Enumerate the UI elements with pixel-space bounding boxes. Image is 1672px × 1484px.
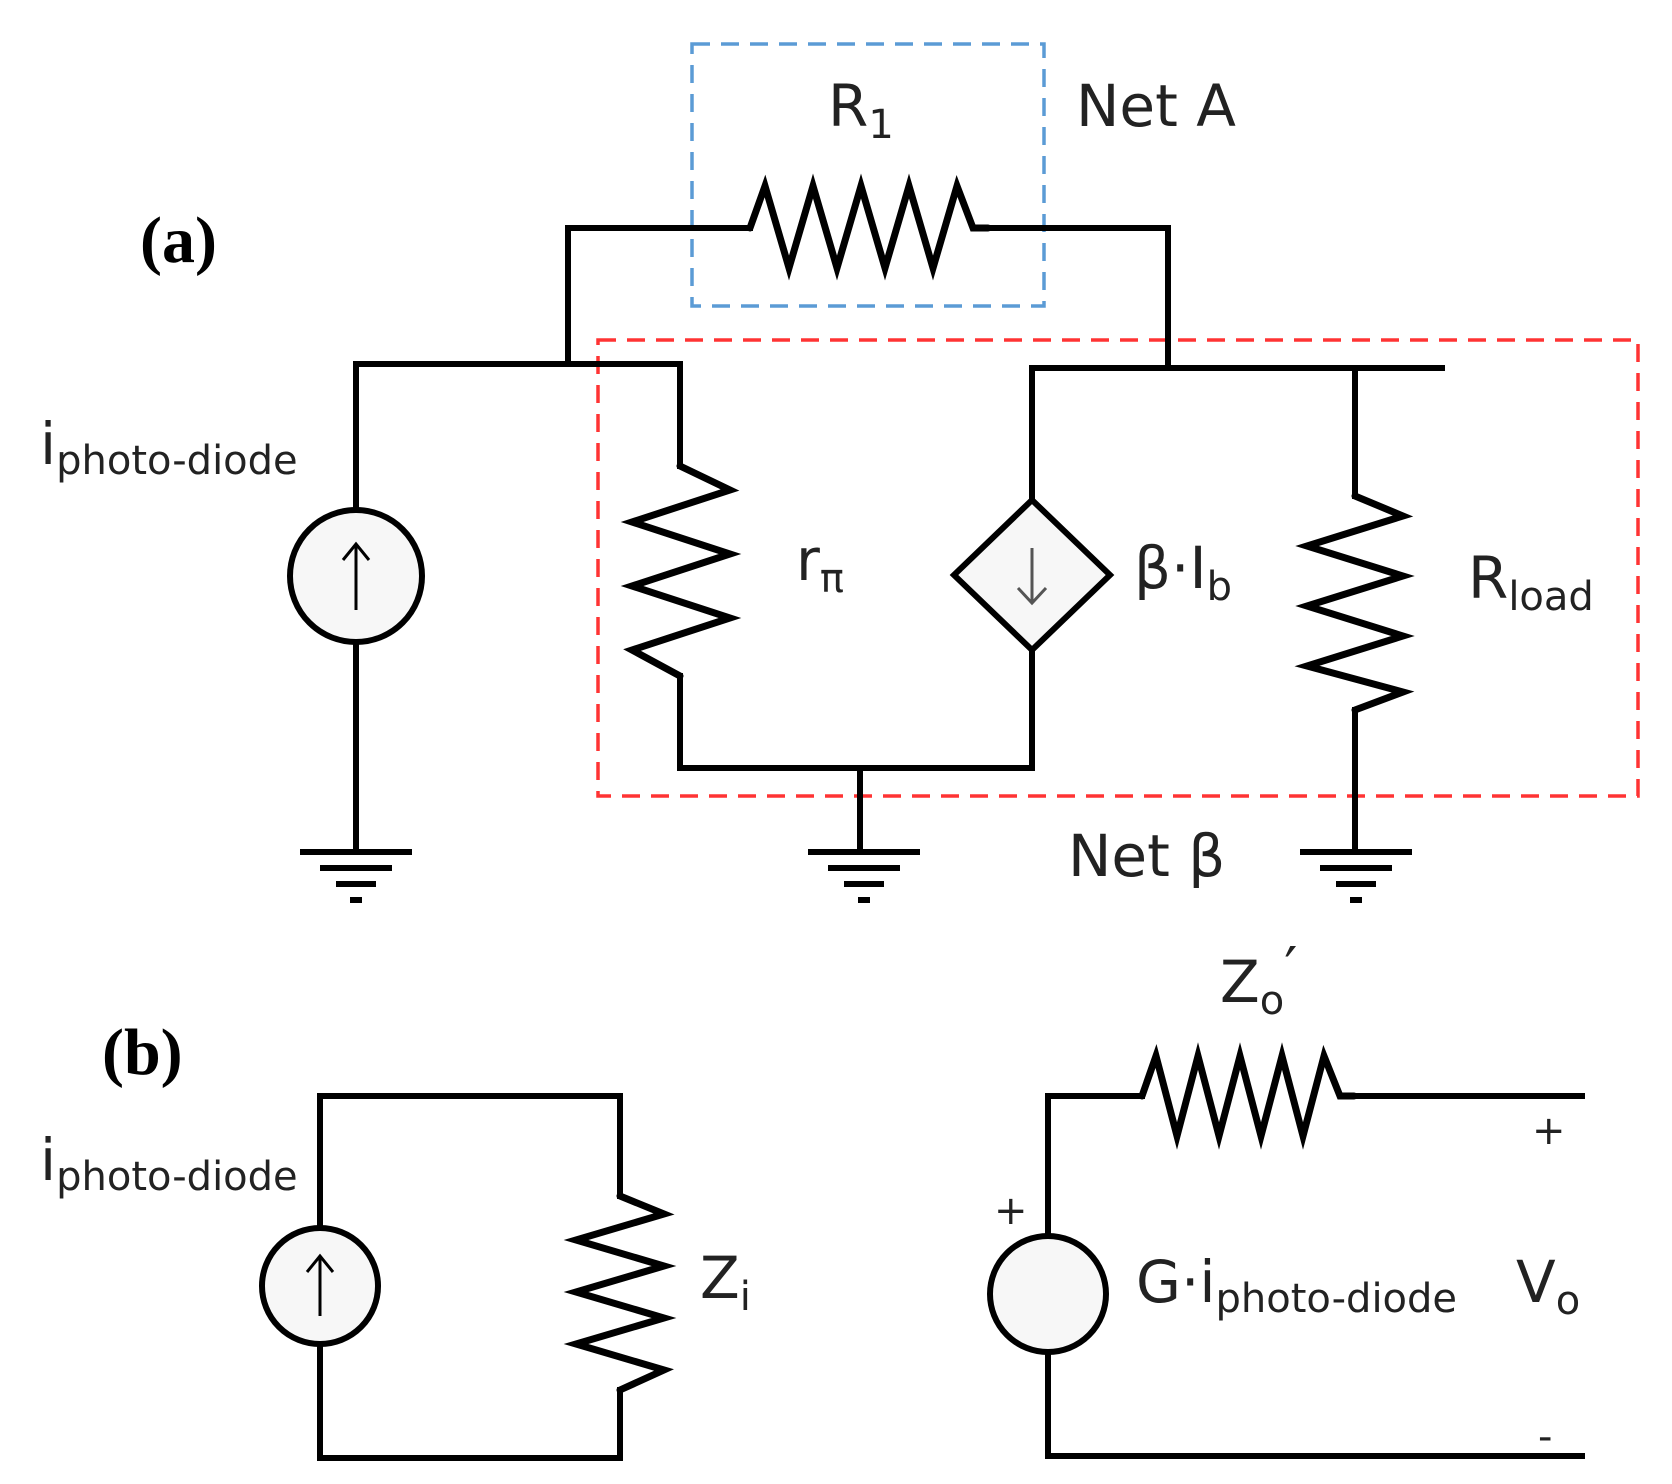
label-g-i-photo-diode: G·iphoto-diode — [1136, 1248, 1457, 1322]
label-r1: R1 — [828, 72, 894, 148]
panel-b-label: (b) — [102, 1016, 183, 1089]
wire-b-output-bottom — [1045, 1349, 1585, 1459]
wire-b-right-top — [1045, 1093, 1145, 1239]
label-r-pi: rπ — [796, 526, 844, 602]
resistor-z-o — [1138, 1042, 1358, 1150]
current-source-up-arrow-icon — [341, 541, 371, 610]
label-beta-ib: β·Ib — [1134, 534, 1232, 610]
ground-icon — [1300, 849, 1412, 903]
panel-b: (b) iphoto-diode Zi Zo′ G·iphoto-diode V… — [40, 934, 1585, 1461]
ground-icon — [808, 849, 920, 903]
label-i-photo-diode-a: iphoto-diode — [40, 410, 298, 484]
net-b-box — [596, 338, 1640, 798]
label-source-plus: + — [994, 1188, 1028, 1234]
wire-bottom-loop — [677, 647, 1035, 771]
panel-a: (a) — [40, 42, 1640, 903]
label-z-o: Zo′ — [1220, 934, 1297, 1024]
voltage-source-icon — [987, 1233, 1109, 1355]
label-output-minus: - — [1538, 1414, 1552, 1460]
label-i-photo-diode-b: iphoto-diode — [40, 1126, 298, 1200]
resistor-r-pi — [620, 462, 742, 680]
wire-r1-right-leg — [985, 225, 1171, 371]
label-output-plus: + — [1532, 1108, 1566, 1154]
label-net-a: Net A — [1076, 72, 1236, 140]
label-v-o: Vo — [1516, 1248, 1580, 1324]
wire-left-source-top — [353, 361, 683, 585]
wire-right-top-bus — [1029, 365, 1445, 503]
wire-b-left-loop — [317, 1093, 623, 1229]
label-net-beta: Net β — [1068, 822, 1225, 890]
ground-icon — [300, 849, 412, 903]
wire-r1-left-leg — [565, 225, 753, 367]
wire-b-left-bottom — [317, 1343, 623, 1461]
label-z-i: Zi — [700, 1244, 751, 1320]
net-a-box — [690, 42, 1046, 308]
resistor-r-load — [1294, 492, 1415, 714]
panel-a-label: (a) — [140, 204, 217, 277]
resistor-z-i — [563, 1192, 677, 1394]
dependent-current-source-down-arrow-icon — [1016, 548, 1048, 606]
current-source-up-arrow-icon — [305, 1253, 335, 1316]
resistor-r1 — [746, 173, 992, 281]
label-r-load: Rload — [1468, 544, 1594, 620]
